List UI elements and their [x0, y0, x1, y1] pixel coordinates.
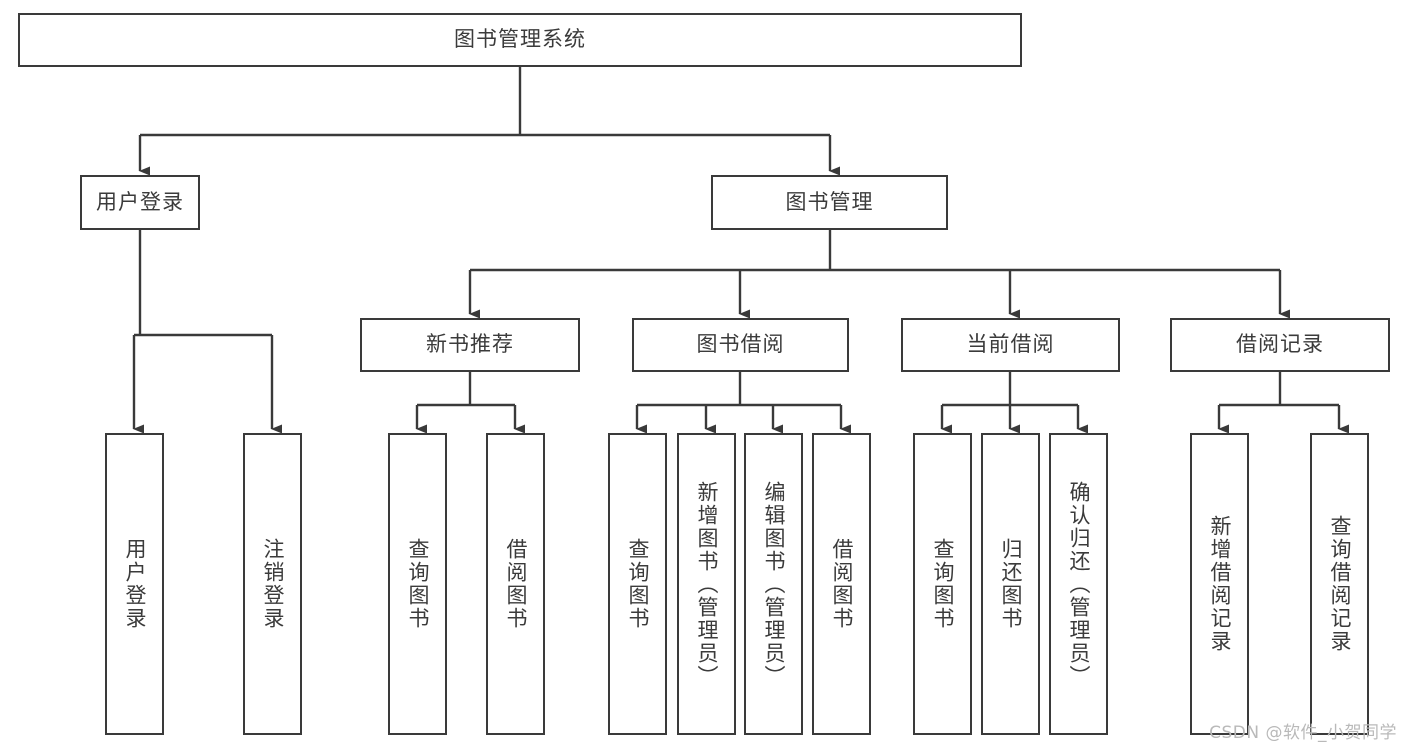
node-leaf-label: 新增借阅记录	[1207, 515, 1232, 653]
node-leaf-label: 查询图书	[405, 538, 430, 630]
node-book-borrowing[interactable]: 图书借阅	[632, 318, 849, 372]
edges-bookmgmt-to-level3	[468, 230, 1290, 319]
node-leaf-label: 用户登录	[122, 538, 147, 630]
node-leaf-label: 新增图书（管理员）	[694, 480, 719, 688]
node-leaf-label: 查询图书	[625, 538, 650, 630]
node-leaf-return-books[interactable]: 归还图书	[981, 433, 1040, 735]
node-leaf-query-books-current[interactable]: 查询图书	[913, 433, 972, 735]
edges-borrowrecord-to-leaves	[1217, 372, 1349, 434]
node-leaf-label: 查询借阅记录	[1327, 515, 1352, 653]
node-root-system[interactable]: 图书管理系统	[18, 13, 1022, 67]
node-leaf-query-books-newbook[interactable]: 查询图书	[388, 433, 447, 735]
node-leaf-label: 确认归还（管理员）	[1066, 480, 1091, 688]
node-borrow-records[interactable]: 借阅记录	[1170, 318, 1390, 372]
watermark-text: CSDN @软件_小贺同学	[1209, 723, 1397, 743]
node-leaf-query-borrow-record[interactable]: 查询借阅记录	[1310, 433, 1369, 735]
node-leaf-add-book-admin[interactable]: 新增图书（管理员）	[677, 433, 736, 735]
edges-borrowbook-to-leaves	[635, 372, 851, 434]
node-leaf-label: 借阅图书	[503, 538, 528, 630]
node-new-book-recommendation[interactable]: 新书推荐	[360, 318, 580, 372]
edges-currentborrow-to-leaves	[940, 372, 1088, 434]
node-leaf-confirm-return-admin[interactable]: 确认归还（管理员）	[1049, 433, 1108, 735]
node-leaf-borrow-books-newbook[interactable]: 借阅图书	[486, 433, 545, 735]
node-leaf-edit-book-admin[interactable]: 编辑图书（管理员）	[744, 433, 803, 735]
node-leaf-borrow-books-borrowing[interactable]: 借阅图书	[812, 433, 871, 735]
node-book-management[interactable]: 图书管理	[711, 175, 948, 230]
node-leaf-label: 编辑图书（管理员）	[761, 480, 786, 688]
node-leaf-label: 注销登录	[260, 538, 285, 630]
node-leaf-label: 归还图书	[998, 538, 1023, 630]
node-current-borrowing[interactable]: 当前借阅	[901, 318, 1120, 372]
edges-newbook-to-leaves	[415, 372, 525, 434]
edges-root-to-level2	[138, 67, 840, 176]
node-leaf-user-login[interactable]: 用户登录	[105, 433, 164, 735]
node-leaf-add-borrow-record[interactable]: 新增借阅记录	[1190, 433, 1249, 735]
edges-userlogin-to-leaves	[132, 230, 282, 434]
node-leaf-label: 查询图书	[930, 538, 955, 630]
node-leaf-label: 借阅图书	[829, 538, 854, 630]
node-leaf-query-books-borrowing[interactable]: 查询图书	[608, 433, 667, 735]
node-user-login[interactable]: 用户登录	[80, 175, 200, 230]
node-leaf-logout[interactable]: 注销登录	[243, 433, 302, 735]
